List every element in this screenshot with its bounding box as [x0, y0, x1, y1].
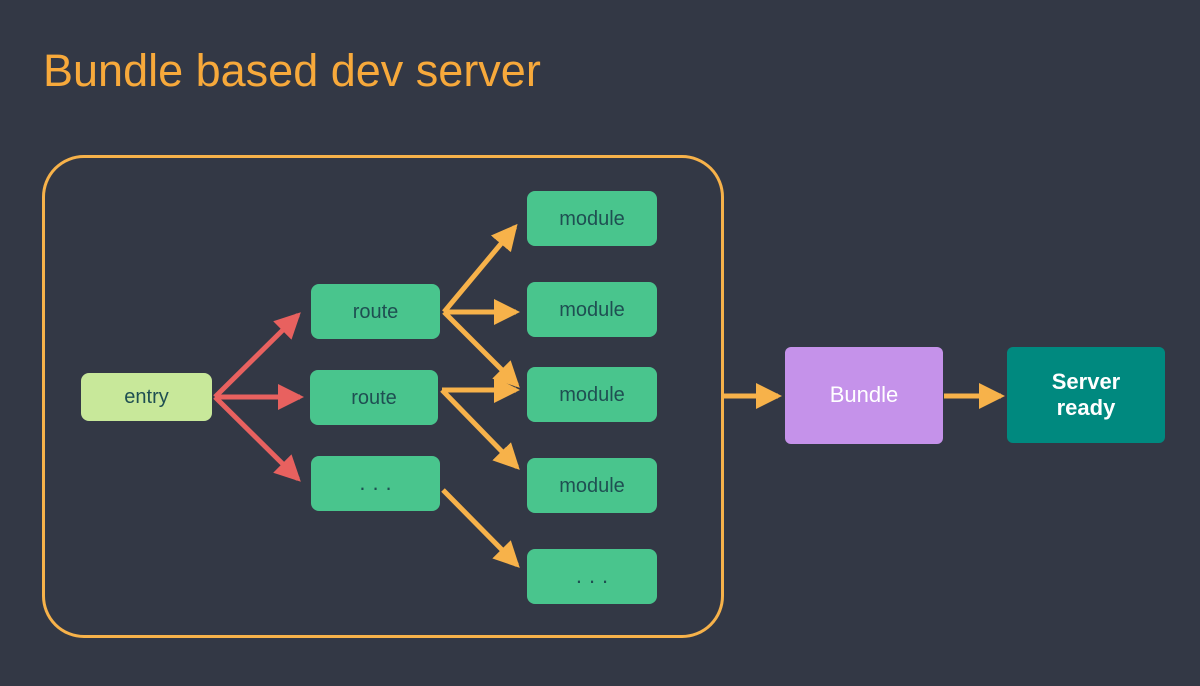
module-graph-group	[42, 155, 724, 638]
node-module-1-label: module	[559, 207, 625, 230]
node-route-1[interactable]: route	[311, 284, 440, 339]
node-module-1[interactable]: module	[527, 191, 657, 246]
node-route-2-label: route	[351, 386, 397, 409]
node-module-2[interactable]: module	[527, 282, 657, 337]
node-bundle-label: Bundle	[829, 382, 899, 408]
node-module-5-ellipsis[interactable]: ...	[527, 549, 657, 604]
node-route-2[interactable]: route	[310, 370, 438, 425]
node-module-3[interactable]: module	[527, 367, 657, 422]
node-route-3-label: ...	[359, 470, 399, 496]
node-module-4-label: module	[559, 474, 625, 497]
node-entry[interactable]: entry	[81, 373, 212, 421]
node-route-3-ellipsis[interactable]: ...	[311, 456, 440, 511]
page-title: Bundle based dev server	[43, 45, 541, 96]
node-server-ready[interactable]: Server ready	[1007, 347, 1165, 443]
node-module-4[interactable]: module	[527, 458, 657, 513]
node-route-1-label: route	[352, 300, 399, 323]
node-module-3-label: module	[559, 383, 625, 406]
node-server-ready-label: Server ready	[1051, 368, 1121, 420]
node-module-2-label: module	[559, 298, 625, 321]
node-module-5-label: ...	[575, 563, 616, 589]
node-bundle[interactable]: Bundle	[785, 347, 943, 444]
node-entry-label: entry	[124, 386, 169, 408]
